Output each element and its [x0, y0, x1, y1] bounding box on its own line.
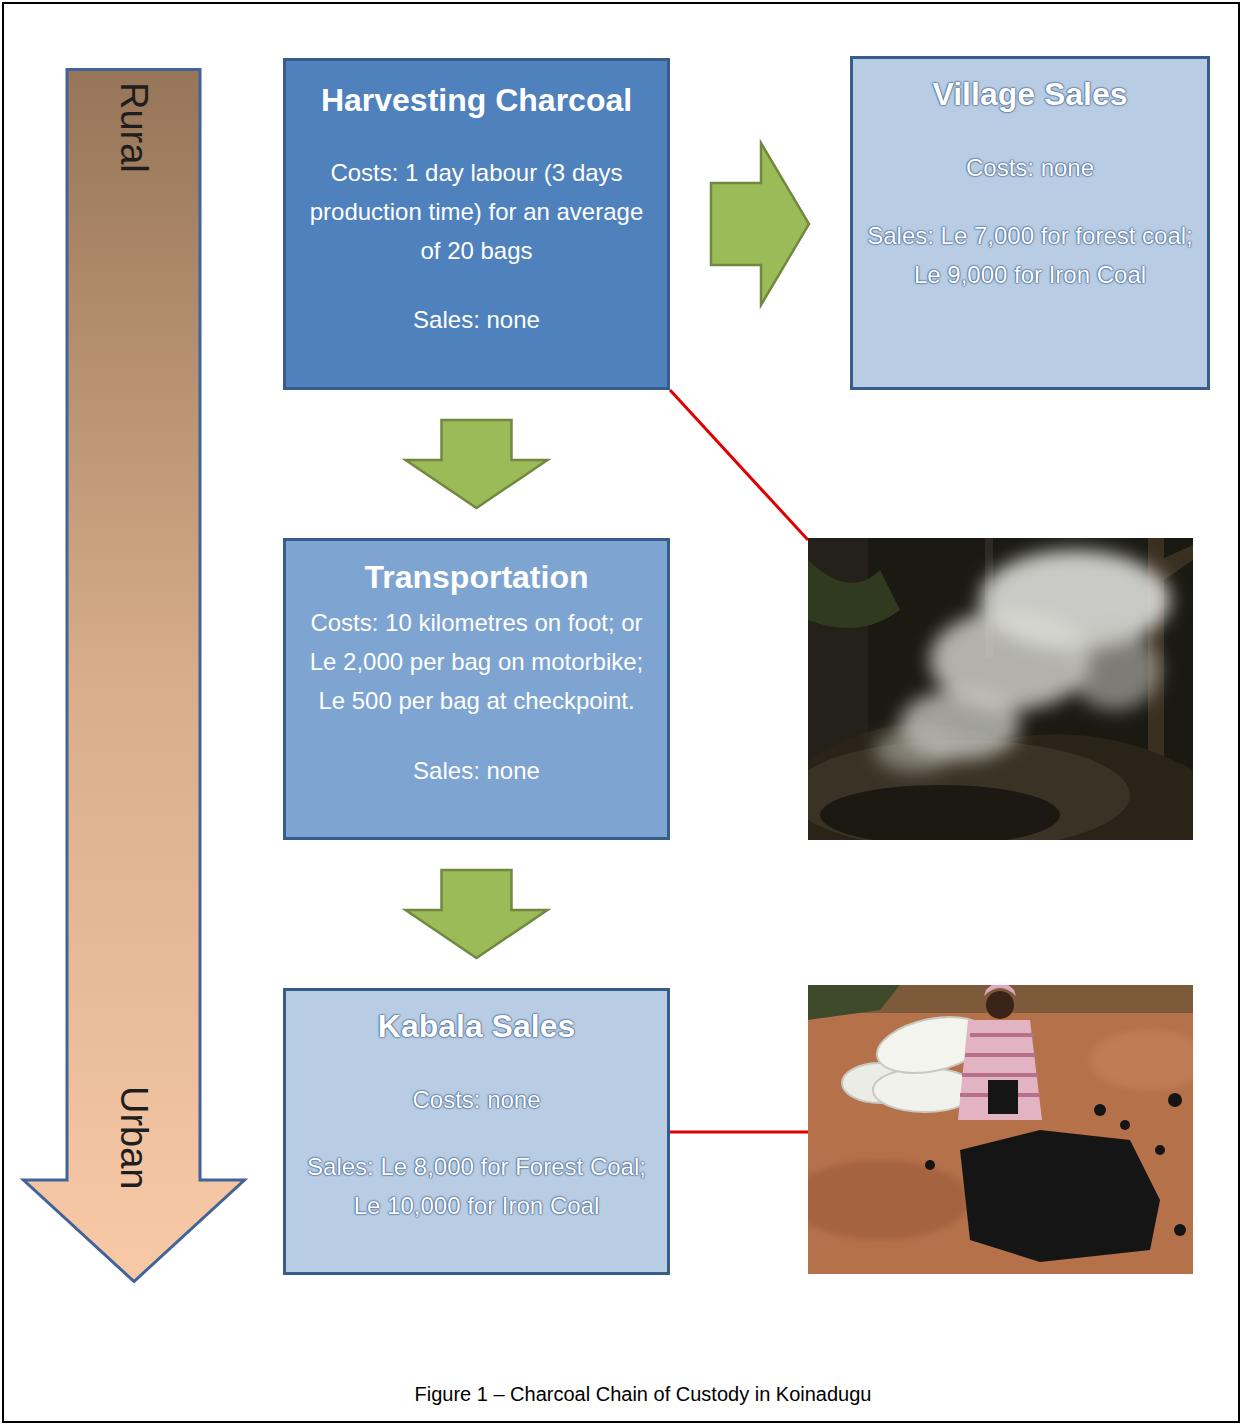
- direction-band: RuralUrban: [22, 68, 246, 1283]
- leader-line: [670, 390, 808, 540]
- process-box: TransportationCosts: 10 kilometres on fo…: [283, 538, 670, 840]
- flow-arrow: [406, 870, 548, 958]
- box-content: TransportationCosts: 10 kilometres on fo…: [286, 541, 667, 798]
- box-text: Sales: Le 7,000 for forest coal; Le 9,00…: [865, 216, 1195, 294]
- process-box: Harvesting CharcoalCosts: 1 day labour (…: [283, 58, 670, 390]
- process-box: Kabala SalesCosts: noneSales: Le 8,000 f…: [283, 988, 670, 1275]
- box-text: Sales: none: [298, 751, 655, 790]
- box-content: Village SalesCosts: noneSales: Le 7,000 …: [853, 59, 1207, 302]
- box-text: Costs: none: [865, 148, 1195, 187]
- flow-arrow: [406, 420, 548, 508]
- process-box: Village SalesCosts: noneSales: Le 7,000 …: [850, 56, 1210, 390]
- band-label: Urban: [112, 1086, 156, 1190]
- box-text: Sales: none: [298, 300, 655, 339]
- box-content: Kabala SalesCosts: noneSales: Le 8,000 f…: [286, 991, 667, 1233]
- box-heading: Transportation: [298, 558, 655, 596]
- box-text: Costs: 10 kilometres on foot; or Le 2,00…: [298, 603, 655, 720]
- flow-arrow: [711, 143, 809, 305]
- box-text: Costs: none: [298, 1080, 655, 1119]
- box-heading: Village Sales: [865, 75, 1195, 113]
- box-heading: Harvesting Charcoal: [298, 81, 655, 119]
- figure-caption: Figure 1 – Charcoal Chain of Custody in …: [143, 1381, 1143, 1407]
- box-heading: Kabala Sales: [298, 1007, 655, 1045]
- box-content: Harvesting CharcoalCosts: 1 day labour (…: [286, 61, 667, 347]
- leader-line: [670, 1131, 808, 1134]
- box-text: Costs: 1 day labour (3 days production t…: [298, 153, 655, 270]
- kiln-photo: [808, 538, 1193, 840]
- band-arrow-outline: [24, 70, 245, 1282]
- seller-photo: [808, 985, 1193, 1274]
- band-label: Rural: [112, 82, 156, 173]
- box-text: Sales: Le 8,000 for Forest Coal; Le 10,0…: [298, 1147, 655, 1225]
